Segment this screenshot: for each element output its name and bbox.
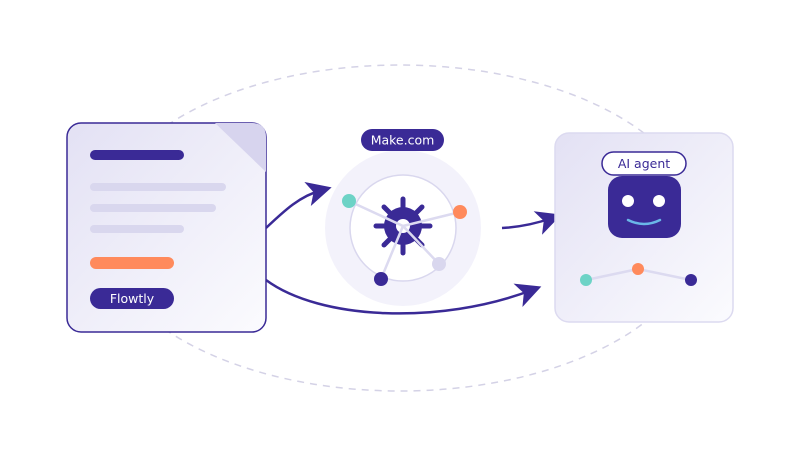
node-orange — [453, 205, 467, 219]
node-lavender — [432, 257, 446, 271]
robot-eye — [622, 195, 634, 207]
node-navy — [374, 272, 388, 286]
ai-agent-label: AI agent — [618, 156, 670, 171]
robot-smile — [626, 218, 662, 226]
folded-corner-icon — [215, 123, 266, 172]
agent-card[interactable]: AI agent — [554, 132, 734, 323]
make-label: Make.com — [371, 133, 435, 148]
robot-eye — [653, 195, 665, 207]
node-teal — [342, 194, 356, 208]
flowtly-label: Flowtly — [110, 291, 155, 306]
text-line — [90, 225, 184, 233]
source-card[interactable]: Flowtly — [66, 122, 267, 333]
robot-face-icon — [608, 176, 681, 238]
make-hub[interactable]: Make.com — [325, 129, 481, 306]
highlight-line — [90, 257, 174, 269]
node-navy — [685, 274, 697, 286]
node-orange — [632, 263, 644, 275]
ai-agent-badge — [601, 151, 687, 176]
arrow-hub-to-agent — [501, 211, 562, 235]
title-line — [90, 150, 184, 160]
flowtly-badge — [90, 288, 174, 309]
arrow-source-to-hub — [265, 181, 332, 229]
text-line — [90, 183, 226, 191]
node-teal — [580, 274, 592, 286]
make-badge — [361, 129, 444, 151]
text-line — [90, 204, 216, 212]
arrow-source-to-agent — [265, 278, 542, 315]
